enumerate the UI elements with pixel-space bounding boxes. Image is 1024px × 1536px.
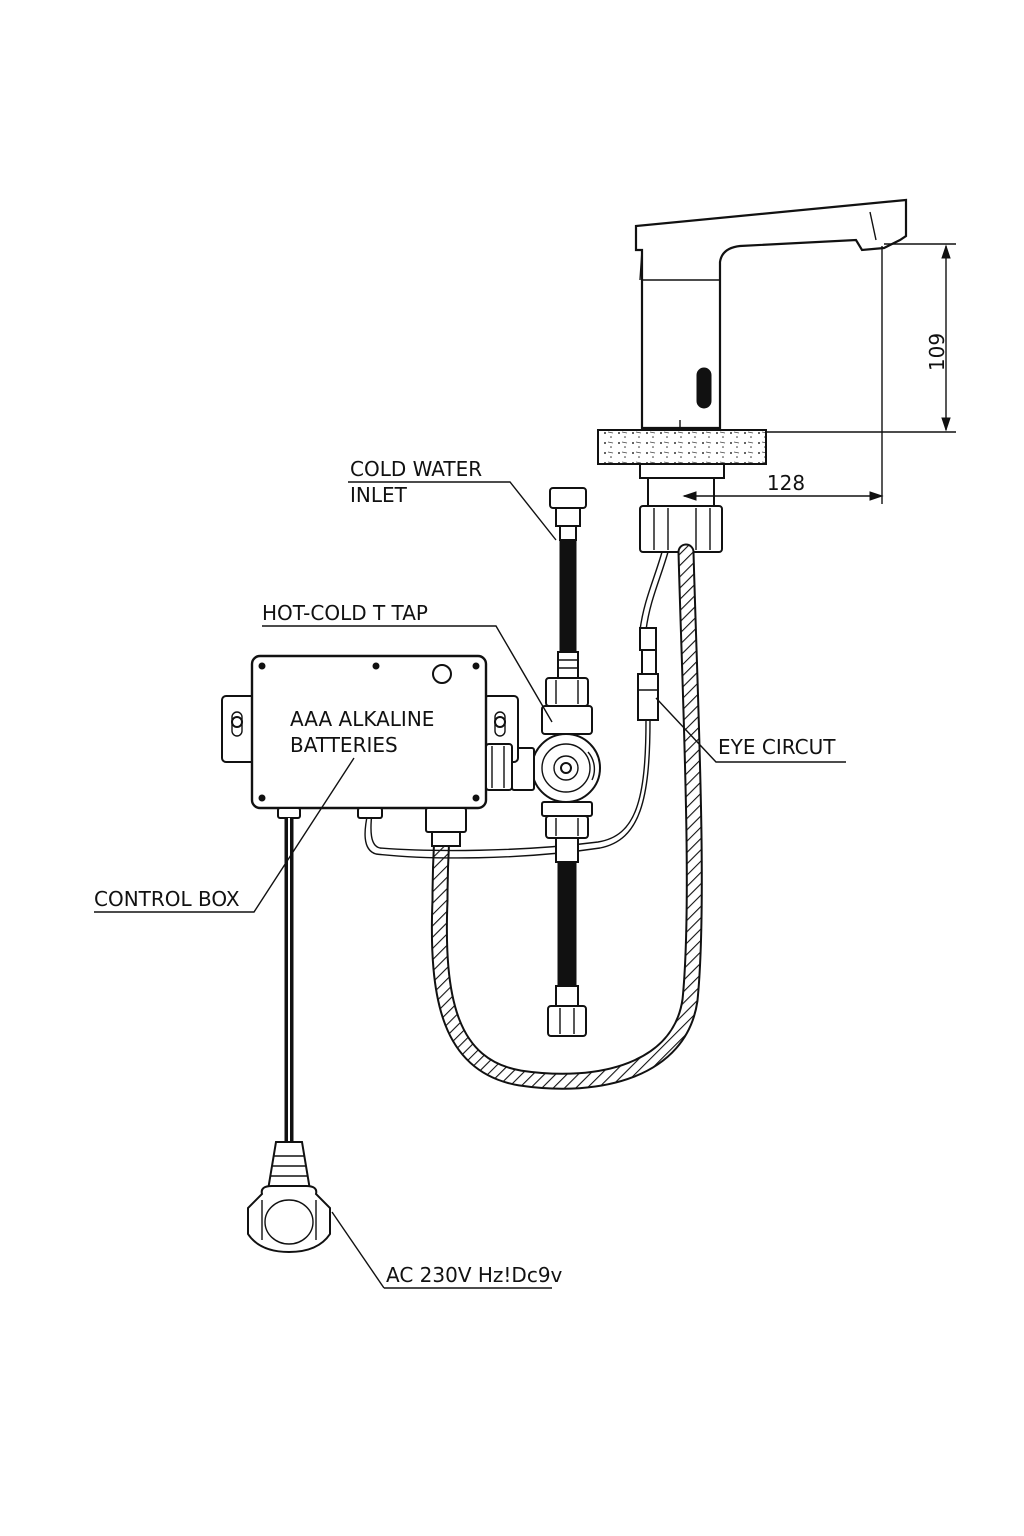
- cold-water-label-line1: COLD WATER: [350, 457, 482, 481]
- batteries-label-line1: AAA ALKALINE: [290, 707, 434, 731]
- control-box: AAA ALKALINE BATTERIES: [221, 654, 519, 847]
- power-plug-icon: [247, 1141, 331, 1254]
- eye-circuit-label: EYE CIRCUT: [718, 735, 836, 759]
- power-label: AC 230V Hz!Dc9v: [386, 1263, 563, 1287]
- cold-water-label-line2: INLET: [350, 483, 408, 507]
- dimension-reach-value: 128: [767, 471, 805, 495]
- batteries-label-line2: BATTERIES: [290, 733, 398, 757]
- countertop: [597, 429, 767, 465]
- faucet-base: [639, 463, 725, 553]
- cold-water-inlet: [549, 487, 587, 679]
- leader-lines: [94, 481, 846, 1289]
- braided-supply-hose: [430, 543, 703, 1090]
- dimension-reach: 128: [682, 246, 884, 504]
- hot-cold-tap-label: HOT-COLD T TAP: [262, 601, 428, 625]
- faucet-body: [634, 198, 908, 500]
- dimension-height-value: 109: [925, 333, 949, 371]
- hot-cold-t-valve: [511, 677, 601, 1037]
- dimension-height: 109: [766, 243, 956, 433]
- control-box-label: CONTROL BOX: [94, 887, 240, 911]
- sensor-eye-icon: [696, 367, 712, 409]
- eye-circuit-cable: [364, 551, 669, 859]
